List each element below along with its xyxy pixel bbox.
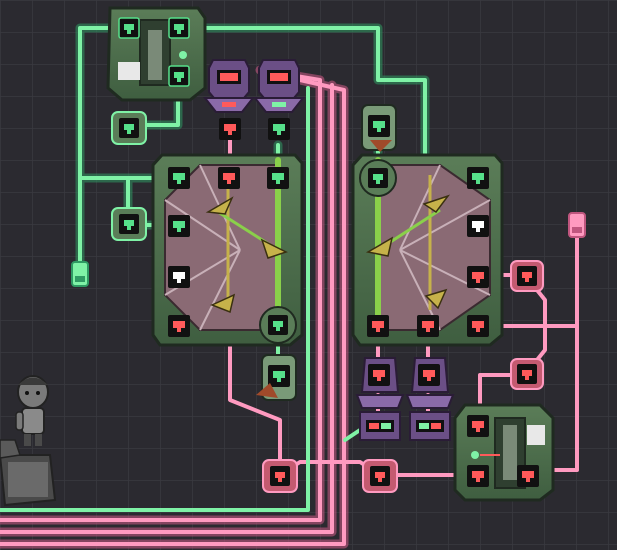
stone-tile[interactable] bbox=[0, 439, 57, 507]
machine-right[interactable] bbox=[351, 153, 504, 347]
machine-left-port-green-top[interactable] bbox=[267, 167, 289, 189]
bottom-pump[interactable] bbox=[453, 403, 555, 502]
bridge-node-center-left[interactable] bbox=[259, 306, 297, 344]
bridge-node-lower[interactable] bbox=[111, 207, 147, 241]
machine-left-port-in-1[interactable] bbox=[168, 167, 190, 189]
bridge-node-bottom-left[interactable] bbox=[262, 459, 298, 493]
bridge-node-center-right[interactable] bbox=[359, 159, 397, 197]
duplicant-icon[interactable] bbox=[15, 375, 49, 446]
filter-bottom-right[interactable] bbox=[405, 357, 455, 441]
machine-left-port-out[interactable] bbox=[168, 315, 190, 337]
machine-right-port-red-2[interactable] bbox=[417, 315, 439, 337]
vent-bottom-left[interactable] bbox=[256, 354, 297, 401]
machine-left-port-red-top[interactable] bbox=[218, 167, 240, 189]
machine-left-port-in-2[interactable] bbox=[168, 215, 190, 237]
bridge-node-right-lower[interactable] bbox=[510, 358, 544, 390]
bridge-node-bottom-mid[interactable] bbox=[362, 459, 398, 493]
filter-right[interactable] bbox=[252, 59, 306, 113]
machine-right-port-white[interactable] bbox=[467, 215, 489, 237]
machine-right-port-red-1[interactable] bbox=[367, 315, 389, 337]
machine-left[interactable] bbox=[151, 153, 304, 347]
bottom-pump-port-top[interactable] bbox=[467, 415, 489, 437]
pump-input-port[interactable] bbox=[118, 17, 140, 39]
pump-output-port-bottom[interactable] bbox=[168, 65, 190, 87]
machine-left-port-white[interactable] bbox=[168, 266, 190, 288]
bridge-node-right-upper[interactable] bbox=[510, 260, 544, 292]
filter-left[interactable] bbox=[202, 59, 256, 113]
pump-output-port-top[interactable] bbox=[168, 17, 190, 39]
vent-top-right[interactable] bbox=[361, 104, 397, 152]
machine-right-port-green-top[interactable] bbox=[467, 167, 489, 189]
machine-right-port-red-bottom[interactable] bbox=[467, 315, 489, 337]
bottom-pump-port-bottom[interactable] bbox=[467, 465, 489, 487]
pipe-endpoint-left[interactable] bbox=[71, 261, 89, 287]
filter-left-output-port[interactable] bbox=[219, 118, 241, 140]
filter-bottom-left[interactable] bbox=[355, 357, 405, 441]
bottom-pump-port-out[interactable] bbox=[517, 465, 539, 487]
pipe-endpoint-right[interactable] bbox=[568, 212, 586, 238]
filter-right-output-port[interactable] bbox=[268, 118, 290, 140]
machine-right-port-red-mid[interactable] bbox=[467, 266, 489, 288]
bridge-node-upper[interactable] bbox=[111, 111, 147, 145]
top-pump[interactable] bbox=[106, 6, 207, 102]
